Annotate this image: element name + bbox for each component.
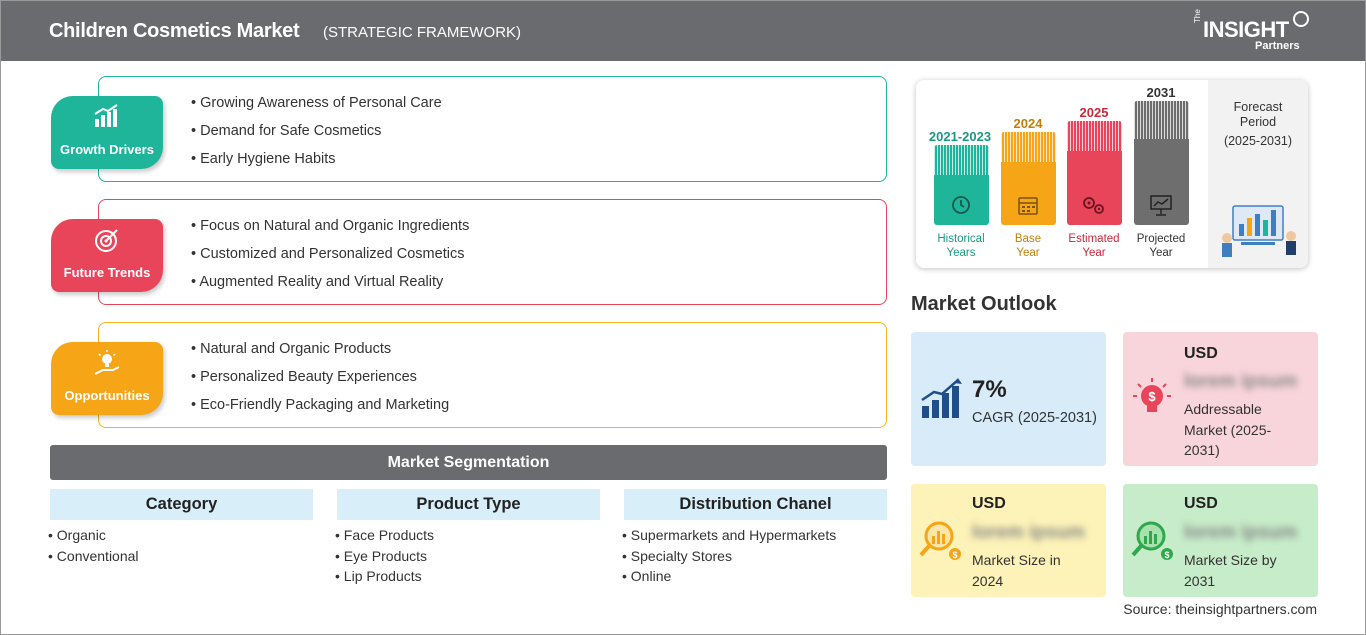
list-item: Natural and Organic Products [191,341,449,369]
year-label-estimated: 2025 [1079,105,1109,120]
market-size-2031-card: $ USD lorem ipsum Market Size by 2031 [1123,484,1318,597]
svg-text:$: $ [1148,389,1156,404]
list-item: Augmented Reality and Virtual Reality [191,274,469,302]
timeline-bar-historical [934,145,989,225]
list-item: Growing Awareness of Personal Care [191,95,442,123]
market-size-2031-value: lorem ipsum [1184,522,1297,543]
logo-partners-text: Partners [1255,40,1300,52]
lightbulb-hand-icon [94,350,120,375]
segment-distribution-list: Supermarkets and Hypermarkets Specialty … [622,527,836,589]
list-item: Face Products [335,527,434,548]
logo-insight-text: INSIGHT [1203,17,1289,42]
segment-product-type-list: Face Products Eye Products Lip Products [335,527,434,589]
gears-icon [1083,197,1104,214]
market-size-2024-value: lorem ipsum [972,522,1085,543]
bar-label-base: Base Year [1014,233,1042,259]
bar-label-projected: Projected Year [1136,233,1186,259]
page-subtitle: (STRATEGIC FRAMEWORK) [323,24,522,41]
market-size-2024-currency: USD [972,495,1006,512]
market-outlook-title: Market Outlook [911,293,1057,315]
list-item: Personalized Beauty Experiences [191,369,449,397]
svg-text:$: $ [952,550,957,560]
future-trends-list: Focus on Natural and Organic Ingredients… [191,218,469,302]
list-item: Demand for Safe Cosmetics [191,123,442,151]
badge-label: Opportunities [64,388,150,403]
logo-ring-icon [1293,11,1309,27]
timeline-bar-projected [1134,101,1189,225]
list-item: Customized and Personalized Cosmetics [191,246,469,274]
presentation-icon [1150,195,1172,216]
header-bar: Children Cosmetics Market (STRATEGIC FRA… [1,1,1365,61]
list-item: Lip Products [335,568,434,589]
addressable-market-card: $ USD lorem ipsum Addressable Market (20… [1123,332,1318,466]
market-size-2031-currency: USD [1184,495,1218,512]
list-item: Conventional [48,548,139,569]
market-size-2031-description: Market Size by 2031 [1184,552,1277,589]
growth-drivers-card: Growing Awareness of Personal Care Deman… [98,76,887,182]
growth-chart-icon [921,378,962,418]
year-label-base: 2024 [1013,116,1043,131]
year-label-projected: 2031 [1146,85,1176,100]
forecast-range: (2025-2031) [1223,134,1293,148]
addressable-currency: USD [1184,345,1218,362]
opportunities-list: Natural and Organic Products Personalize… [191,341,449,425]
logo-the-text: The [1193,9,1202,23]
market-size-2024-card: $ USD lorem ipsum Market Size in 2024 [911,484,1106,597]
target-icon [95,229,118,252]
future-trends-badge: Future Trends [51,219,163,292]
magnifier-chart-icon: $ [919,521,961,560]
addressable-value: lorem ipsum [1184,371,1297,392]
segment-category-header: Category [50,489,313,520]
future-trends-card: Focus on Natural and Organic Ingredients… [98,199,887,305]
dollar-bulb-icon: $ [1133,378,1171,412]
magnifier-chart-icon: $ [1131,521,1173,560]
list-item: Early Hygiene Habits [191,151,442,179]
market-size-2024-description: Market Size in 2024 [972,552,1061,589]
cagr-card: 7% CAGR (2025-2031) [911,332,1106,466]
badge-label: Future Trends [63,265,151,280]
bar-label-historical: Historical Years [937,233,985,259]
calendar-icon [1018,197,1038,215]
svg-text:$: $ [1164,550,1169,560]
history-icon [952,196,970,214]
insight-partners-logo[interactable]: The INSIGHT Partners [1189,9,1319,55]
timeline-bar-estimated [1067,121,1122,225]
list-item: Online [622,568,836,589]
list-item: Supermarkets and Hypermarkets [622,527,836,548]
analytics-illustration-icon [1222,205,1296,257]
bar-label-estimated: Estimated Year [1068,233,1120,259]
growth-drivers-badge: Growth Drivers [51,96,163,169]
addressable-description: Addressable Market (2025- 2031) [1184,401,1272,458]
growth-drivers-list: Growing Awareness of Personal Care Deman… [191,95,442,179]
market-segmentation-header: Market Segmentation [50,445,887,480]
source-credit[interactable]: Source: theinsightpartners.com [1123,601,1317,617]
cagr-label: CAGR (2025-2031) [972,410,1097,426]
forecast-period-label: Period [1239,115,1277,129]
page-title: Children Cosmetics Market [49,20,300,42]
badge-label: Growth Drivers [60,142,154,157]
segment-distribution-header: Distribution Chanel [624,489,887,520]
list-item: Organic [48,527,139,548]
cagr-value: 7% [972,376,1007,403]
growth-chart-icon [94,104,118,127]
forecast-period-panel: Forecast Period (2025-2031) [1208,80,1308,268]
opportunities-card: Natural and Organic Products Personalize… [98,322,887,428]
segment-category-list: Organic Conventional [48,527,139,568]
year-label-historical: 2021-2023 [928,129,992,144]
list-item: Focus on Natural and Organic Ingredients [191,218,469,246]
list-item: Eco-Friendly Packaging and Marketing [191,397,449,425]
opportunities-badge: Opportunities [51,342,163,415]
segment-product-type-header: Product Type [337,489,600,520]
list-item: Specialty Stores [622,548,836,569]
list-item: Eye Products [335,548,434,569]
forecast-label: Forecast [1233,100,1283,114]
timeline-bar-base [1001,132,1056,225]
